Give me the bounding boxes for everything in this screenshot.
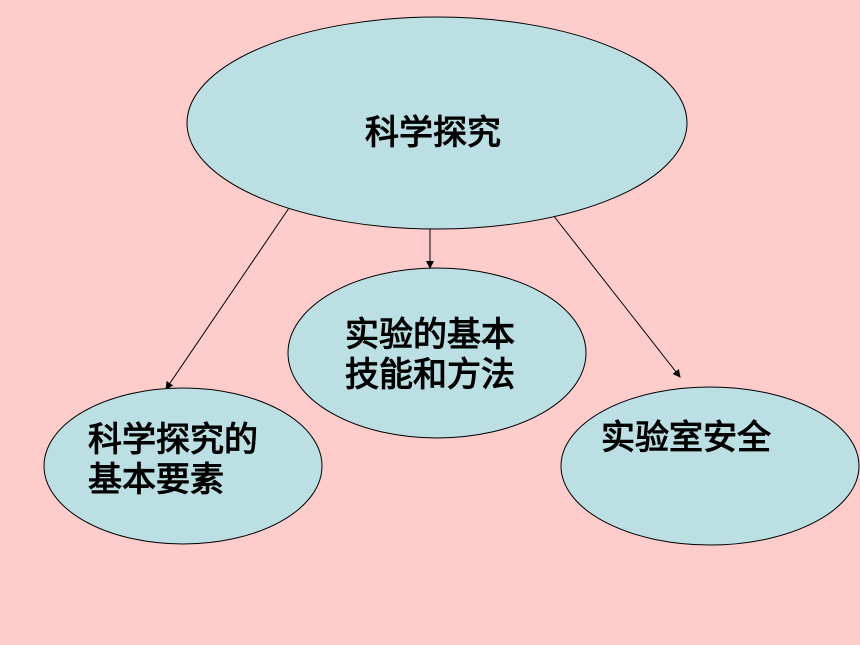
root-node-label: 科学探究 <box>365 113 501 153</box>
child-node-label-methods: 实验的基本 技能和方法 <box>345 315 515 395</box>
child-node-ellipse-methods <box>287 267 587 439</box>
root-node-ellipse <box>186 16 688 230</box>
connector-root-to-left <box>165 207 290 390</box>
child-node-label-line: 科学探究的 <box>88 420 258 460</box>
child-node-label-line: 技能和方法 <box>345 355 515 395</box>
child-node-ellipse-safety <box>560 386 860 546</box>
connector-root-to-right <box>552 214 681 378</box>
root-node-label-text: 科学探究 <box>365 113 501 153</box>
child-node-label-line: 基本要素 <box>88 460 224 500</box>
child-node-label-elements: 科学探究的 基本要素 <box>88 420 258 500</box>
child-node-label-line: 实验的基本 <box>345 315 515 355</box>
child-node-label-line: 实验室安全 <box>601 418 771 458</box>
child-node-ellipse-elements <box>43 387 323 545</box>
child-node-label-safety: 实验室安全 <box>601 418 771 458</box>
